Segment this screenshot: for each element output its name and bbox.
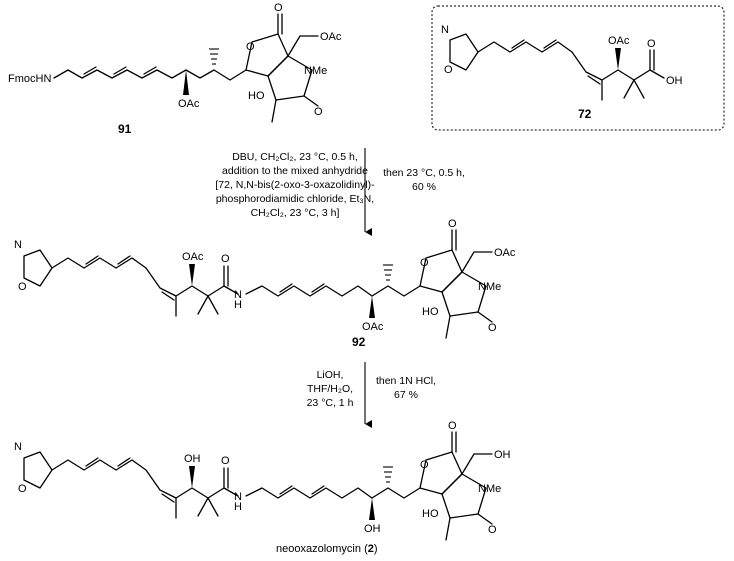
carbonyl-o-label-2: O <box>448 420 457 432</box>
compound-72-box <box>431 5 725 131</box>
oac-label-92-c: OAc <box>494 247 516 259</box>
amide-o-label-92: O <box>221 253 230 265</box>
oxazole-n-label: N <box>441 24 449 36</box>
step2-right-line-2: 67 % <box>394 389 418 401</box>
lactone-o-label-92: O <box>420 257 429 269</box>
step2-right-line-1: then 1N HCl, <box>376 375 436 387</box>
ho-label-92: HO <box>422 306 439 318</box>
lactam-o-label-2: O <box>488 524 497 536</box>
product-structure: N O OH O N H OH O O <box>14 420 511 541</box>
compound-91-structure: FmocHN OAc O O OAc NMe O HO <box>8 2 342 123</box>
acid-oh-label: OH <box>666 75 683 87</box>
oxazole-n-label-92: N <box>14 239 22 251</box>
step1-left-line-4: phosphorodiamidic chloride, Et₃N, <box>216 193 374 205</box>
step1-left-line-3: [72, N,N-bis(2-oxo-3-oxazolidinyl)- <box>215 179 375 191</box>
ch2oh-label-2: OH <box>494 449 511 461</box>
step2-left-line-3: 23 °C, 1 h <box>307 397 354 409</box>
amide-nh-label-92: H <box>234 299 242 311</box>
product-name-label: neooxazolomycin (2) <box>276 543 378 555</box>
compound-92-structure: N O OAc O H N OAc O <box>14 218 516 339</box>
oh-label-2-a: OH <box>184 453 201 465</box>
compound-72-label: 72 <box>578 107 592 121</box>
product-number: 2 <box>368 543 374 555</box>
oac-label-92-b: OAc <box>362 321 384 333</box>
nme-label: NMe <box>304 65 327 77</box>
ho-label: HO <box>248 90 265 102</box>
lactam-o-label: O <box>314 106 323 118</box>
amide-n-label-2: N <box>234 491 242 503</box>
step1-conditions-left: DBU, CH₂Cl₂, 23 °C, 0.5 h, addition to t… <box>215 151 375 219</box>
oac-label: OAc <box>178 98 200 110</box>
fmoc-hn-label: FmocHN <box>8 73 51 85</box>
product-name: neooxazolomycin <box>276 543 361 555</box>
acid-o-label: O <box>647 38 656 50</box>
oac-label-72: OAc <box>608 35 630 47</box>
compound-91-label: 91 <box>118 122 132 136</box>
nme-label-92: NMe <box>478 281 501 293</box>
carbonyl-o-label-92: O <box>448 218 457 230</box>
step2-left-line-1: LiOH, <box>317 369 344 381</box>
lactone-o-label: O <box>246 41 255 53</box>
amide-nh-label-2: H <box>234 501 242 513</box>
oxazole-o-label-2: O <box>18 483 27 495</box>
amide-n-label-92: N <box>234 289 242 301</box>
oxazole-n-label-2: N <box>14 441 22 453</box>
nme-label-2: NMe <box>478 483 501 495</box>
lactam-o-label-92: O <box>488 322 497 334</box>
oxazole-o-label: O <box>444 64 453 76</box>
compound-92-label: 92 <box>352 335 366 349</box>
ho-label-2: HO <box>422 508 439 520</box>
amide-o-label-2: O <box>221 455 230 467</box>
oac-label-2: OAc <box>320 31 342 43</box>
step1-conditions-right: then 23 °C, 0.5 h, 60 % <box>383 167 465 193</box>
step2-left-line-2: THF/H₂O, <box>307 383 353 395</box>
step1-right-line-2: 60 % <box>412 181 436 193</box>
oh-label-2-b: OH <box>364 523 381 535</box>
oac-label-92-a: OAc <box>182 251 204 263</box>
lactone-o-label-2: O <box>420 459 429 471</box>
step2-conditions-right: then 1N HCl, 67 % <box>376 375 436 401</box>
step2-conditions-left: LiOH, THF/H₂O, 23 °C, 1 h <box>307 369 354 409</box>
compound-72-structure: N O OAc O OH <box>441 24 683 101</box>
step1-right-line-1: then 23 °C, 0.5 h, <box>383 167 465 179</box>
oxazole-o-label-92: O <box>18 281 27 293</box>
step1-left-line-1: DBU, CH₂Cl₂, 23 °C, 0.5 h, <box>232 151 358 163</box>
step1-left-line-5: CH₂Cl₂, 23 °C, 3 h] <box>251 207 340 219</box>
carbonyl-o-label: O <box>274 2 283 14</box>
step1-left-line-2: addition to the mixed anhydride <box>222 165 368 177</box>
